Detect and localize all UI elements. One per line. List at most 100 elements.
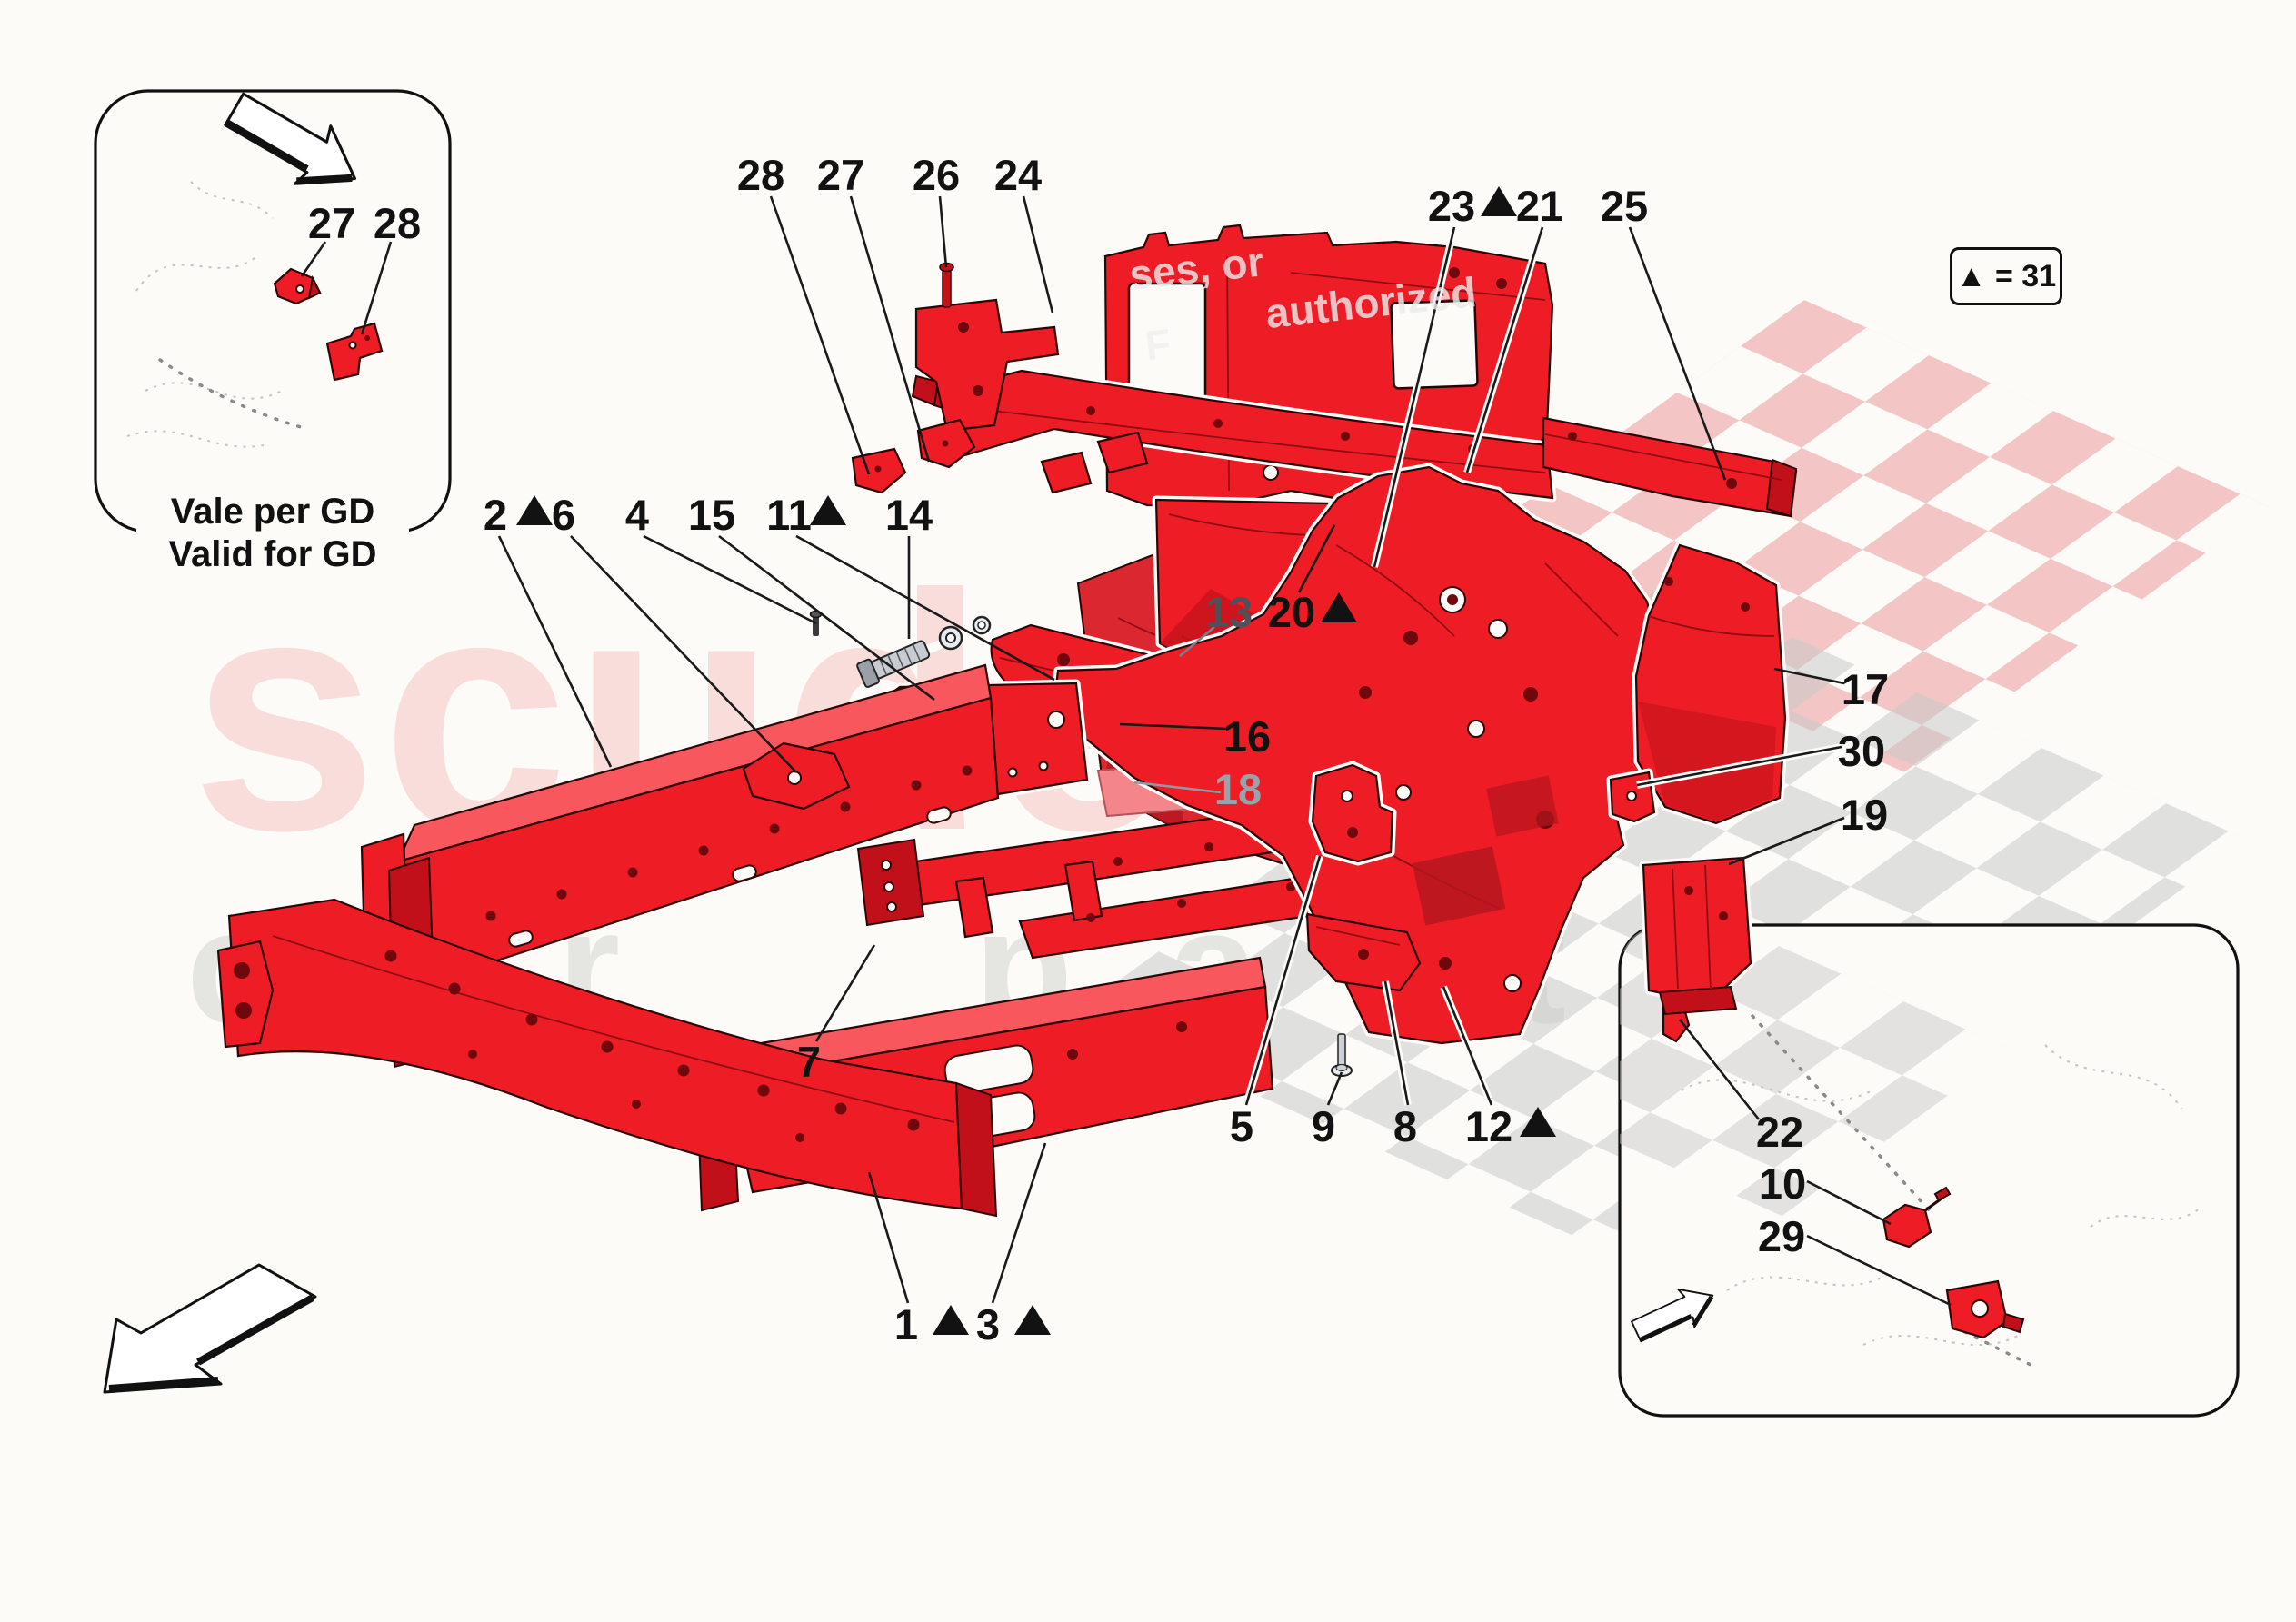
gd-caption-italian: Vale per GD bbox=[170, 492, 375, 532]
leader-line-24 bbox=[1022, 195, 1054, 313]
leader-line-27 bbox=[849, 195, 931, 463]
callout-label-11: 11 bbox=[766, 491, 812, 539]
part-11-12-central-structure bbox=[1050, 463, 1662, 1048]
leader-line-18 bbox=[1133, 781, 1222, 794]
callout-label-17: 17 bbox=[1842, 665, 1889, 713]
valid-for-gd-caption: Vale per GD Valid for GD bbox=[136, 491, 409, 576]
leader-line-27 bbox=[300, 241, 327, 277]
callout-label-20: 20 bbox=[1268, 588, 1315, 636]
inset-border bbox=[94, 89, 452, 533]
part-28-inset bbox=[325, 322, 384, 382]
leader-line-16 bbox=[1119, 722, 1228, 731]
callout-label-27: 27 bbox=[817, 151, 864, 199]
leader-line-13 bbox=[1179, 626, 1215, 657]
callout-label-2: 2 bbox=[484, 491, 507, 539]
part-1-bumper-impact-beam bbox=[216, 898, 998, 1218]
inset-checker-watermark bbox=[1620, 925, 2011, 1217]
callout-label-24: 24 bbox=[994, 151, 1042, 199]
legend-text: ▲ = 31 bbox=[1955, 258, 2057, 294]
leader-line-30 bbox=[1636, 745, 1842, 787]
part-25-side-rail-extension bbox=[1542, 416, 1798, 518]
callout-label-5: 5 bbox=[1230, 1102, 1253, 1150]
part-24-bracket bbox=[914, 298, 1060, 433]
callout-label-27: 27 bbox=[308, 199, 355, 247]
callout-label-22: 22 bbox=[1756, 1108, 1803, 1156]
part-8-lower-bracket bbox=[1305, 912, 1422, 992]
part-28-main-bracket bbox=[916, 418, 976, 469]
leader-line-4 bbox=[643, 534, 817, 625]
triangle-marker-23 bbox=[1481, 186, 1517, 216]
leader-line-9 bbox=[1326, 1071, 1343, 1106]
leader-line-6 bbox=[570, 535, 797, 773]
callout-label-4: 4 bbox=[625, 491, 649, 539]
part-10-inset bbox=[1882, 1186, 1952, 1249]
callout-label-7: 7 bbox=[797, 1038, 821, 1086]
part-19-lower-panel bbox=[1639, 853, 1755, 1016]
callout-label-28: 28 bbox=[737, 151, 784, 199]
inset-sketch-lines bbox=[1681, 1014, 2201, 1369]
callout-label-25: 25 bbox=[1601, 182, 1648, 230]
part-6-rail-bracket bbox=[742, 741, 851, 811]
triangle-marker-2 bbox=[516, 495, 553, 525]
callout-label-19: 19 bbox=[1841, 791, 1888, 839]
leader-line-12 bbox=[1442, 986, 1493, 1106]
callout-label-8: 8 bbox=[1393, 1102, 1417, 1150]
callout-label-12: 12 bbox=[1465, 1102, 1512, 1150]
direction-arrow-bottom-left bbox=[103, 1263, 317, 1394]
part-5-mount-bracket bbox=[1308, 761, 1397, 866]
part-9-bolt bbox=[1331, 1033, 1353, 1077]
triangle-marker-1 bbox=[933, 1305, 969, 1335]
leader-line-11 bbox=[795, 534, 1055, 682]
inset-box-valid-for-gd bbox=[94, 80, 452, 533]
part-26-bolt bbox=[939, 262, 954, 308]
callout-label-30: 30 bbox=[1838, 727, 1885, 775]
callout-label-18: 18 bbox=[1214, 765, 1262, 813]
leader-line-15 bbox=[718, 534, 935, 702]
callout-label-26: 26 bbox=[913, 151, 960, 199]
triangle-marker-20 bbox=[1321, 592, 1357, 622]
callout-label-28: 28 bbox=[374, 199, 421, 247]
leader-line-2 bbox=[497, 535, 613, 768]
leader-lines-layer bbox=[300, 195, 1952, 1307]
callout-label-14: 14 bbox=[885, 491, 933, 539]
leader-line-1 bbox=[867, 1171, 910, 1304]
leader-line-3 bbox=[991, 1142, 1047, 1304]
callout-label-10: 10 bbox=[1759, 1159, 1806, 1208]
leader-line-26 bbox=[938, 195, 948, 268]
leader-line-17 bbox=[1773, 667, 1845, 685]
callout-label-3: 3 bbox=[976, 1300, 1000, 1348]
leader-line-20 bbox=[1297, 524, 1336, 593]
callout-label-13: 13 bbox=[1205, 588, 1253, 636]
leader-line-23 bbox=[1373, 226, 1456, 568]
part-29-inset bbox=[1945, 1279, 2025, 1339]
callout-label-23: 23 bbox=[1428, 182, 1475, 230]
callout-label-29: 29 bbox=[1758, 1212, 1805, 1260]
legend-box: ▲ = 31 bbox=[1950, 247, 2062, 305]
leader-line-29 bbox=[1806, 1234, 1952, 1307]
callout-label-9: 9 bbox=[1312, 1102, 1335, 1150]
leader-line-5 bbox=[1244, 855, 1322, 1106]
part-27-inset bbox=[273, 267, 322, 305]
callout-label-15: 15 bbox=[688, 491, 735, 539]
leader-line-21 bbox=[1465, 226, 1544, 473]
part-27-main-bracket bbox=[851, 447, 907, 494]
small-brackets-cluster bbox=[1040, 431, 1149, 494]
gd-caption-english: Valid for GD bbox=[168, 534, 377, 574]
leader-line-19 bbox=[1728, 816, 1845, 866]
callout-label-21: 21 bbox=[1516, 182, 1563, 230]
leader-line-22 bbox=[1678, 1019, 1761, 1120]
triangle-marker-12 bbox=[1520, 1107, 1556, 1137]
leader-line-28 bbox=[769, 195, 871, 475]
triangle-marker-11 bbox=[810, 495, 846, 525]
callout-label-1: 1 bbox=[894, 1300, 918, 1348]
callout-label-16: 16 bbox=[1223, 712, 1271, 761]
leader-line-25 bbox=[1628, 226, 1727, 481]
leader-line-10 bbox=[1806, 1179, 1892, 1226]
callout-label-6: 6 bbox=[552, 491, 575, 539]
inset-sketch-lines bbox=[126, 181, 309, 448]
inset-box-bottom-right bbox=[1618, 923, 2240, 1418]
leader-line-28 bbox=[360, 241, 393, 335]
triangle-marker-3 bbox=[1014, 1305, 1051, 1335]
